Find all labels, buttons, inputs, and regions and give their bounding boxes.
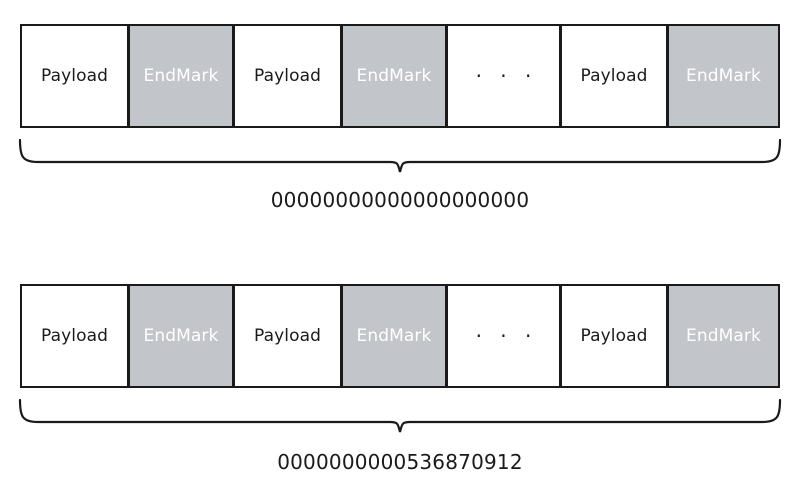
cell-payload-1-1: Payload (22, 26, 130, 126)
cell-endmark-2-2: EndMark (343, 286, 448, 386)
cell-endmark-2-3: EndMark (669, 286, 778, 386)
packet-strip-1: Payload EndMark Payload EndMark · · · Pa… (20, 24, 780, 128)
cell-endmark-2-1: EndMark (130, 286, 235, 386)
cell-ellipsis-2: · · · (448, 286, 562, 386)
cell-endmark-1-3: EndMark (669, 26, 778, 126)
brace-1 (16, 138, 784, 174)
cell-payload-1-3: Payload (562, 26, 669, 126)
cell-payload-2-1: Payload (22, 286, 130, 386)
brace-2 (16, 398, 784, 434)
cell-endmark-1-1: EndMark (130, 26, 235, 126)
cell-ellipsis-1: · · · (448, 26, 562, 126)
cell-payload-1-2: Payload (235, 26, 343, 126)
cell-endmark-1-2: EndMark (343, 26, 448, 126)
caption-1: 00000000000000000000 (270, 188, 530, 212)
caption-2: 0000000000536870912 (277, 450, 523, 474)
cell-payload-2-3: Payload (562, 286, 669, 386)
packet-strip-2: Payload EndMark Payload EndMark · · · Pa… (20, 284, 780, 388)
cell-payload-2-2: Payload (235, 286, 343, 386)
